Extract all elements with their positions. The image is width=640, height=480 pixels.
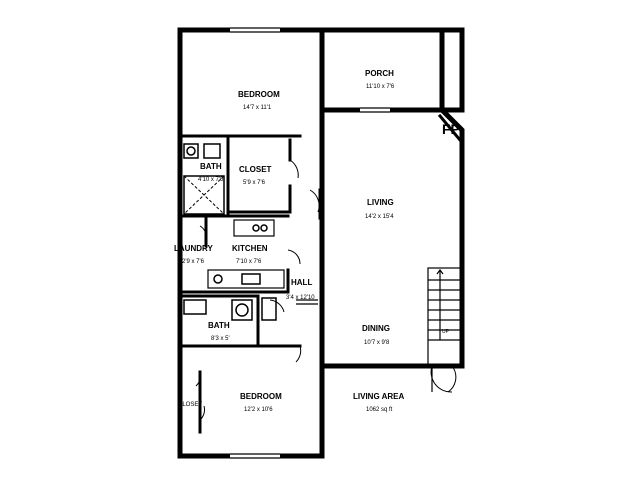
- doors: [195, 159, 457, 421]
- hall-label: HALL: [291, 278, 312, 287]
- outer-walls: [177, 27, 465, 459]
- stairs-up-label: UP: [442, 329, 450, 335]
- kitchen-dims: 7'10 x 7'6: [236, 259, 262, 265]
- living-label: LIVING: [367, 198, 394, 207]
- porch-dims: 11'10 x 7'6: [366, 84, 395, 90]
- living-area-dims: 1062 sq ft: [366, 407, 393, 413]
- fixtures: [183, 143, 318, 321]
- windows: [230, 27, 390, 459]
- bath-bottom-label: BATH: [208, 321, 230, 330]
- room-labels: BEDROOM 14'7 x 11'1 PORCH 11'10 x 7'6 FP…: [174, 69, 460, 413]
- dining-dims: 10'7 x 9'8: [364, 340, 390, 346]
- fireplace-label: FP: [442, 121, 460, 137]
- interior-walls: [178, 134, 322, 434]
- bedroom-top-label: BEDROOM: [238, 90, 280, 99]
- laundry-label: LAUNDRY: [174, 244, 213, 253]
- bath-bottom-dims: 8'3 x 5': [211, 336, 230, 342]
- kitchen-label: KITCHEN: [232, 244, 268, 253]
- closet-small-label: CLOSET: [178, 402, 202, 408]
- hall-dims: 3'4 x 12'10: [286, 295, 315, 301]
- closet-top-label: CLOSET: [239, 165, 272, 174]
- living-area-label: LIVING AREA: [353, 392, 404, 401]
- stairs: UP: [427, 267, 463, 367]
- bedroom-bottom-label: BEDROOM: [240, 392, 282, 401]
- bath-top-label: BATH: [200, 162, 222, 171]
- bedroom-bottom-dims: 12'2 x 10'6: [244, 407, 273, 413]
- closet-top-dims: 5'9 x 7'6: [243, 180, 266, 186]
- living-dims: 14'2 x 15'4: [365, 214, 394, 220]
- laundry-dims: 2'9 x 7'6: [182, 259, 205, 265]
- dining-label: DINING: [362, 324, 390, 333]
- porch-label: PORCH: [365, 69, 394, 78]
- bath-top-dims: 4'10 x 7'6: [198, 177, 224, 183]
- fireplace-wall: [437, 113, 463, 143]
- bedroom-top-dims: 14'7 x 11'1: [243, 105, 272, 111]
